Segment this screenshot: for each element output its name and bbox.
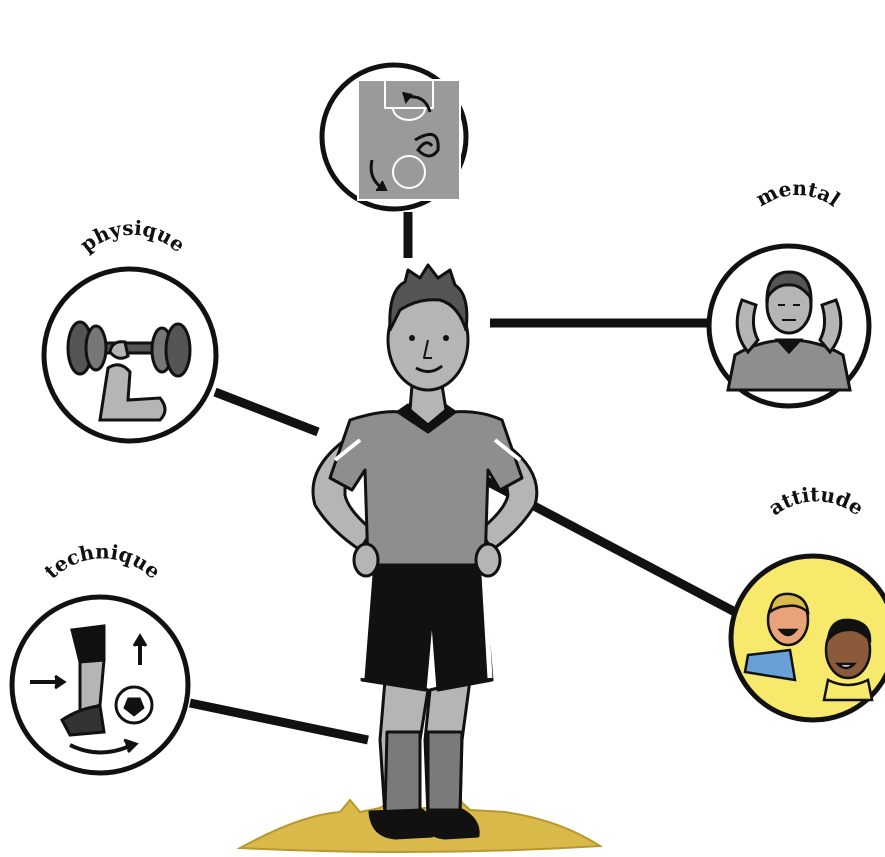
svg-text:technique: technique — [39, 540, 165, 584]
referee-shoes — [370, 810, 432, 838]
svg-text:mental: mental — [752, 176, 845, 212]
node-mental: mental — [709, 176, 869, 406]
referee-figure — [313, 265, 537, 838]
svg-text:physique: physique — [75, 216, 190, 257]
label-physique: physique — [75, 216, 190, 257]
label-technique: technique — [39, 540, 165, 584]
node-physique: physique — [44, 216, 216, 441]
node-technique: technique — [12, 540, 188, 773]
node-attitude: attitude — [731, 482, 885, 720]
pitch-icon — [358, 80, 460, 200]
connector-technique — [190, 703, 368, 740]
connector-physique — [215, 392, 318, 432]
referee-shorts — [362, 560, 492, 690]
label-mental: mental — [752, 176, 845, 212]
svg-text:attitude: attitude — [764, 482, 868, 520]
svg-text:tactique: tactique — [351, 0, 459, 1]
referee-socks — [385, 732, 462, 812]
node-tactique: tactique — [322, 0, 466, 209]
label-tactique: tactique — [351, 0, 459, 1]
label-attitude: attitude — [764, 482, 868, 520]
